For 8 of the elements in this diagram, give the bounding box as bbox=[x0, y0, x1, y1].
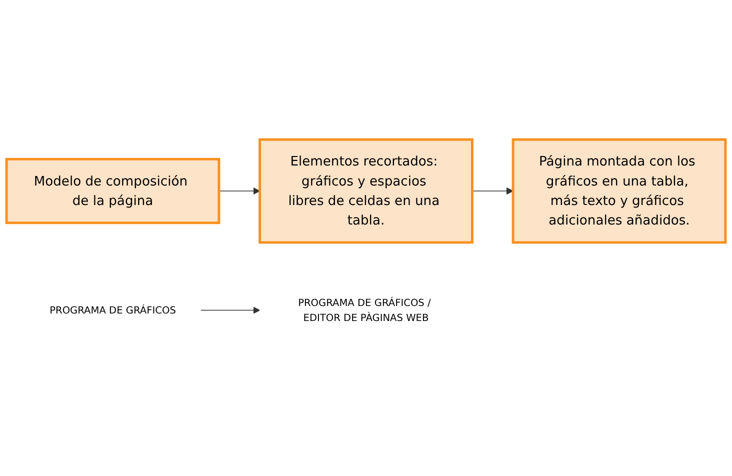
node-text: PROGRAMA DE GRÁFICOS / EDITOR DE PÀGINAS WEB bbox=[298, 296, 431, 323]
node-box: Modelo de composición de la página bbox=[5, 158, 220, 224]
arrow bbox=[200, 306, 260, 314]
arrow bbox=[218, 187, 260, 194]
node-box: Página montada con los gráficos en una tabla, más texto y gráficos adicionales añadidos. bbox=[512, 138, 727, 244]
node-box: Elementos recortados: gráficos y espacios libres de celdas en una tabla. bbox=[258, 138, 474, 244]
arrow bbox=[472, 187, 514, 194]
node-text: PROGRAMA DE GRÁFICOS bbox=[50, 304, 176, 316]
